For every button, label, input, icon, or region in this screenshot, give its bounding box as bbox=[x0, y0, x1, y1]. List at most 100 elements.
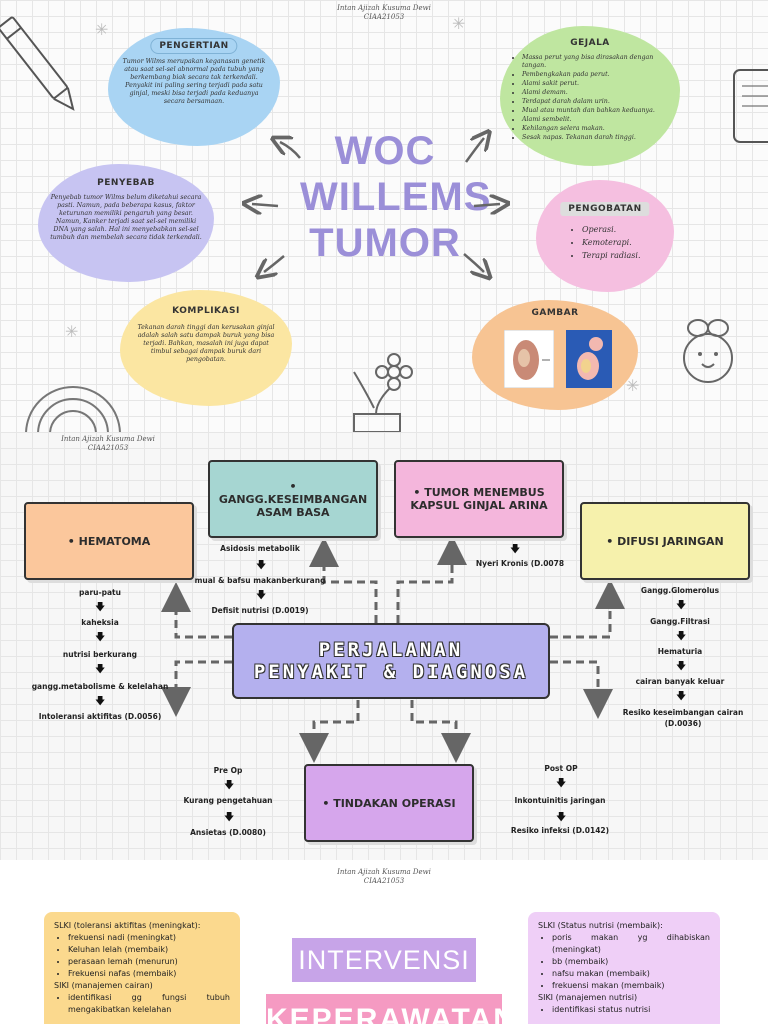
right-panel-item: bb (membaik) bbox=[552, 956, 710, 968]
pathway-connectors bbox=[161, 535, 625, 763]
right-panel-item: identifikasi status nutrisi bbox=[552, 1004, 710, 1016]
woc-overview-section: Intan Ajizah Kusuma Dewi CIAA21053 ✳ ✳ ✳… bbox=[0, 0, 768, 432]
operasi-label: • TINDAKAN OPERASI bbox=[322, 796, 456, 810]
left-panel-heading: SLKI (toleransi aktifitas (meningkat): bbox=[54, 921, 201, 930]
author-credit-bottom: Intan Ajizah Kusuma Dewi CIAA21053 bbox=[334, 868, 434, 886]
author-name: Intan Ajizah Kusuma Dewi bbox=[61, 435, 155, 443]
pengertian-cloud: PENGERTIAN Tumor Wilms merupakan keganas… bbox=[108, 28, 280, 146]
hematoma-label: • HEMATOMA bbox=[67, 534, 151, 548]
pathway-title-line: PENYAKIT & DIAGNOSA bbox=[253, 661, 529, 683]
rainbow-doodle-icon bbox=[25, 386, 121, 432]
right-panel-item: poris makan yg dihabiskan (meningkat) bbox=[552, 932, 710, 956]
sparkle-icon: ✳ bbox=[95, 20, 109, 39]
left-panel-item: perasaan lemah (menurun) bbox=[68, 956, 230, 968]
gejala-item: Pembengkakan pada perut. bbox=[522, 71, 678, 79]
hematoma-label-text: HEMATOMA bbox=[78, 534, 151, 548]
arrow-down-icon: 🡇 bbox=[95, 664, 106, 675]
tindakan-operasi-box: • TINDAKAN OPERASI bbox=[304, 764, 474, 842]
child-kidney-illustration bbox=[566, 330, 612, 388]
right-panel-heading: SIKI (manajemen nutrisi) bbox=[538, 993, 638, 1002]
pengobatan-item: Kemoterapi. bbox=[582, 237, 670, 249]
left-panel-item: frekuensi nadi (meningkat) bbox=[68, 932, 230, 944]
gejala-item: Sesak napas. Tekanan darah tinggi. bbox=[522, 134, 678, 142]
difusi-step: Gangg.Glomerolus bbox=[640, 586, 720, 595]
gejala-label: GEJALA bbox=[562, 36, 618, 50]
asam-basa-box: • GANGG.KESEIMBANGAN ASAM BASA bbox=[208, 460, 378, 538]
pengobatan-item: Operasi. bbox=[582, 224, 670, 236]
difusi-step: Hematuria bbox=[657, 647, 703, 656]
connector-arrows bbox=[0, 0, 768, 432]
arrow-down-icon: 🡇 bbox=[556, 812, 567, 823]
arrow-down-icon: 🡇 bbox=[510, 544, 521, 555]
arrow-down-icon: 🡇 bbox=[256, 590, 267, 601]
sparkle-icon: ✳ bbox=[626, 376, 640, 395]
notebook-doodle-icon bbox=[733, 69, 768, 143]
arrow-down-icon: 🡇 bbox=[556, 778, 567, 789]
gejala-item: Kehilangan selera makan. bbox=[522, 125, 678, 133]
author-id: CIAA21053 bbox=[87, 444, 129, 452]
pencil-doodle-icon bbox=[0, 16, 75, 111]
author-id: CIAA21053 bbox=[363, 13, 405, 21]
pathway-section: Intan Ajizah Kusuma Dewi CIAA21053 • HEM… bbox=[0, 432, 768, 860]
komplikasi-cloud: KOMPLIKASI Tekanan darah tinggi dan keru… bbox=[120, 290, 292, 406]
arrow-down-icon: 🡇 bbox=[95, 632, 106, 643]
arrow-down-icon: 🡇 bbox=[256, 560, 267, 571]
operasi-label-text: TINDAKAN OPERASI bbox=[333, 796, 456, 810]
author-name: Intan Ajizah Kusuma Dewi bbox=[337, 868, 431, 876]
bee-doodle-icon bbox=[683, 319, 733, 383]
hematoma-step: gangg.metabolisme & kelelahan bbox=[31, 682, 169, 691]
arrow-down-icon: 🡇 bbox=[676, 691, 687, 702]
page-title: WOC WILLEMS TUMOR bbox=[300, 128, 492, 266]
difusi-label: • DIFUSI JARINGAN bbox=[606, 534, 724, 548]
pre-op-step: Kurang pengetahuan bbox=[183, 796, 273, 805]
title-line: WILLEMS bbox=[300, 175, 492, 219]
left-panel-item: Keluhan lelah (membaik) bbox=[68, 944, 230, 956]
komplikasi-label: KOMPLIKASI bbox=[164, 304, 248, 318]
asam-basa-step: mual & bafsu makanberkurang bbox=[194, 576, 326, 585]
intervensi-section: Intan Ajizah Kusuma Dewi CIAA21053 SLKI … bbox=[0, 860, 768, 1024]
pengobatan-cloud: PENGOBATAN Operasi. Kemoterapi. Terapi r… bbox=[536, 180, 674, 292]
hematoma-box: • HEMATOMA bbox=[24, 502, 194, 580]
difusi-jaringan-box: • DIFUSI JARINGAN bbox=[580, 502, 750, 580]
pengobatan-item: Terapi radiasi. bbox=[582, 250, 670, 262]
sparkle-icon: ✳ bbox=[65, 322, 79, 341]
left-panel-item: identifikasi gg fungsi tubuh mengakibatk… bbox=[68, 992, 230, 1016]
pre-op-step: Ansietas (D.0080) bbox=[190, 828, 266, 837]
author-credit-mid: Intan Ajizah Kusuma Dewi CIAA21053 bbox=[58, 435, 158, 453]
difusi-step: Gangg.Filtrasi bbox=[650, 617, 710, 626]
gejala-item: Alami sembelit. bbox=[522, 116, 678, 124]
tumor-menembus-box: • TUMOR MENEMBUS KAPSUL GINJAL ARINA bbox=[394, 460, 564, 538]
right-panel-heading: SLKI (Status nutrisi (membaik): bbox=[538, 921, 663, 930]
title-line: WOC bbox=[334, 129, 436, 173]
arrow-down-icon: 🡇 bbox=[676, 661, 687, 672]
title-line: TUMOR bbox=[309, 221, 461, 265]
hematoma-step: paru-patu bbox=[79, 588, 121, 597]
arrow-down-icon: 🡇 bbox=[95, 696, 106, 707]
pengertian-label: PENGERTIAN bbox=[150, 38, 238, 54]
penyebab-text: Penyebab tumor Wilms belum diketahui sec… bbox=[50, 194, 202, 241]
gejala-item: Mual atau muntah dan bahkan keduanya. bbox=[522, 107, 678, 115]
kidney-tumor-illustration bbox=[504, 330, 554, 388]
arrow-down-icon: 🡇 bbox=[224, 780, 235, 791]
right-panel-item: nafsu makan (membaik) bbox=[552, 968, 710, 980]
tumor-menembus-step: Nyeri Kronis (D.0078 bbox=[475, 559, 565, 568]
gejala-cloud: GEJALA Massa perut yang bisa dirasakan d… bbox=[500, 26, 680, 166]
gejala-list: Massa perut yang bisa dirasakan dengan t… bbox=[514, 54, 678, 143]
author-credit-top: Intan Ajizah Kusuma Dewi CIAA21053 bbox=[334, 4, 434, 22]
gejala-item: Massa perut yang bisa dirasakan dengan t… bbox=[522, 54, 678, 70]
right-intervention-panel: SLKI (Status nutrisi (membaik): poris ma… bbox=[528, 912, 720, 1024]
post-op-step: Inkontuinitis jaringan bbox=[514, 796, 606, 805]
keperawatan-banner: KEPERAWATAN bbox=[266, 994, 515, 1024]
post-op-step: Resiko infeksi (D.0142) bbox=[510, 826, 610, 835]
gambar-cloud: GAMBAR bbox=[472, 300, 638, 410]
asam-basa-step: Asidosis metabolik bbox=[220, 544, 300, 553]
pengertian-text: Tumor Wilms merupakan keganasan genetik … bbox=[122, 58, 266, 105]
tumor-menembus-label: • TUMOR MENEMBUS KAPSUL GINJAL ARINA bbox=[410, 486, 548, 512]
pathway-title-line: PERJALANAN bbox=[318, 639, 464, 661]
pre-op-label: Pre Op bbox=[213, 766, 243, 775]
author-id: CIAA21053 bbox=[363, 877, 405, 885]
pengobatan-list: Operasi. Kemoterapi. Terapi radiasi. bbox=[574, 224, 670, 263]
difusi-step: cairan banyak keluar bbox=[635, 677, 725, 686]
penyebab-label: PENYEBAB bbox=[89, 176, 163, 190]
penyebab-cloud: PENYEBAB Penyebab tumor Wilms belum dike… bbox=[38, 164, 214, 282]
